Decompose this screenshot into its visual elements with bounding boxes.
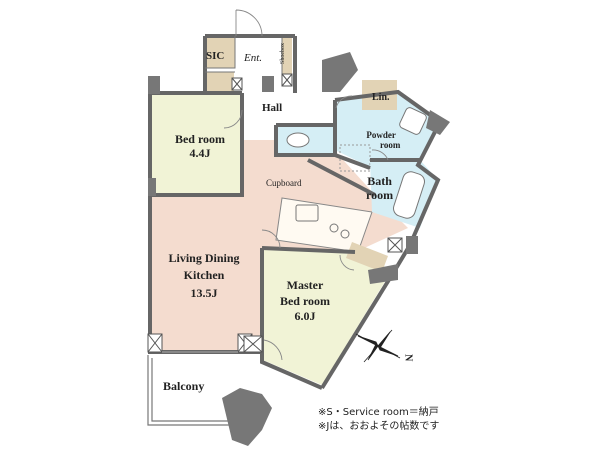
balcony-area bbox=[147, 355, 262, 426]
bedroom-floor bbox=[151, 95, 241, 193]
note-service-room: ※S・Service room＝納戸 bbox=[318, 407, 439, 418]
stove-burner-icon bbox=[329, 223, 339, 233]
closet-storage bbox=[346, 242, 388, 272]
powder-room-label-line2: room bbox=[380, 140, 401, 151]
powder-room-label-line1: Powder bbox=[366, 130, 396, 140]
shoebox-label: Shoebox bbox=[280, 42, 287, 64]
shoebox-storage bbox=[282, 38, 292, 74]
toilet-icon bbox=[286, 132, 310, 148]
hall-label: Hall bbox=[262, 102, 283, 114]
bedroom-closet bbox=[206, 72, 234, 94]
ldk-label-line1: Living Dining bbox=[168, 251, 240, 265]
compass-north-label: N bbox=[402, 354, 414, 362]
bedroom-name: Bed room bbox=[174, 132, 226, 146]
bath-room-label: Bath room bbox=[366, 174, 394, 203]
hall-floor bbox=[242, 95, 332, 127]
sink-icon bbox=[295, 204, 319, 222]
bedroom-label: Bed room 4.4J bbox=[160, 132, 240, 161]
balcony-pillar bbox=[222, 388, 272, 446]
washbasin-icon bbox=[399, 107, 427, 135]
master-bedroom-label: Master Bed room 6.0J bbox=[270, 278, 340, 325]
master-size: 6.0J bbox=[294, 309, 316, 324]
notes: ※S・Service room＝納戸 ※Jは、おおよその帖数です bbox=[318, 406, 439, 433]
structural-pillars bbox=[148, 52, 450, 284]
ldk-size: 13.5J bbox=[190, 285, 218, 300]
linen-label: Lin. bbox=[372, 92, 390, 103]
thin-walls bbox=[205, 36, 283, 74]
walls bbox=[148, 34, 443, 390]
master-bedroom-floor bbox=[263, 250, 392, 385]
door-swings bbox=[223, 9, 389, 361]
bath-room-label-line1: Bath bbox=[367, 174, 392, 188]
ldk-label-line2: Kitchen bbox=[183, 268, 225, 283]
bathtub-icon bbox=[393, 171, 425, 219]
pillar-markers bbox=[147, 73, 403, 353]
powder-room-label: Powder room bbox=[362, 130, 400, 151]
master-label-line1: Master bbox=[286, 278, 324, 292]
cupboard-label: Cupboard bbox=[266, 178, 302, 188]
ldk-floor bbox=[150, 140, 408, 352]
sic-label: SIC bbox=[206, 50, 225, 62]
sic-storage bbox=[205, 38, 235, 68]
bath-room-label-line2: room bbox=[366, 187, 394, 202]
entrance-label: Ent. bbox=[244, 52, 263, 64]
balcony-label: Balcony bbox=[163, 379, 205, 393]
compass-icon bbox=[355, 329, 401, 363]
stove-burner-icon bbox=[340, 229, 350, 239]
ldk-label: Living Dining Kitchen 13.5J bbox=[158, 250, 250, 302]
master-label-line2: Bed room bbox=[279, 293, 331, 308]
bedroom-size: 4.4J bbox=[189, 145, 211, 160]
note-jo-unit: ※Jは、おおよその帖数です bbox=[318, 420, 440, 432]
